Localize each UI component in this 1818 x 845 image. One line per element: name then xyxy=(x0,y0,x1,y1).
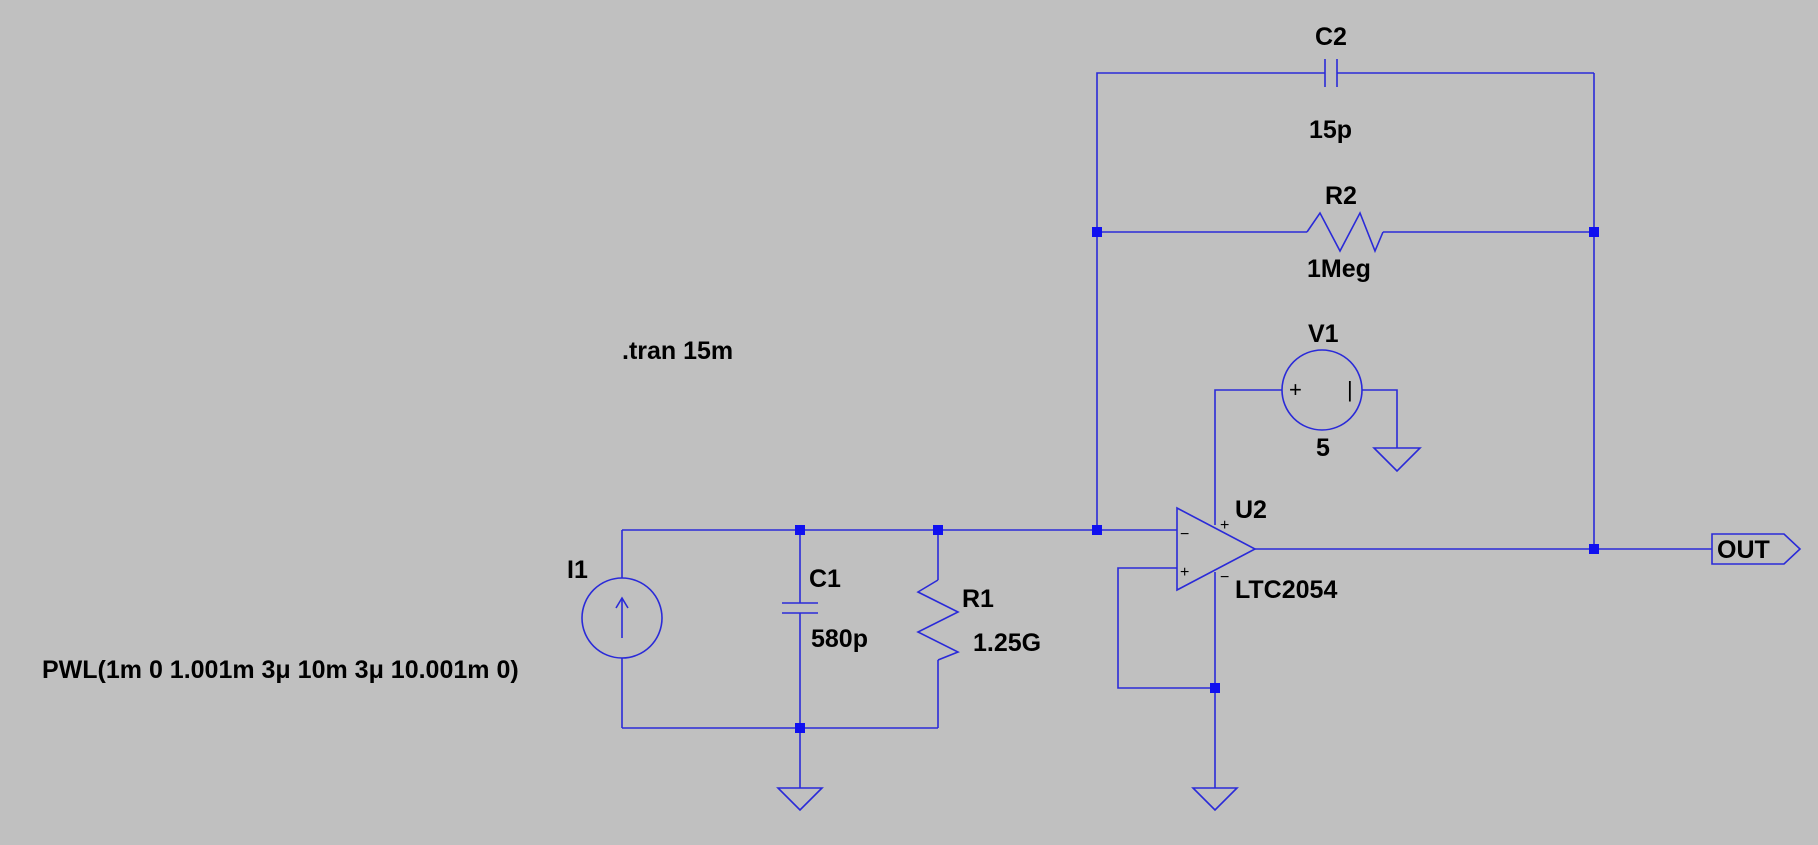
r2-ref-label: R2 xyxy=(1325,182,1357,210)
c2-value-label: 15p xyxy=(1309,116,1352,144)
junction-dot xyxy=(1589,227,1599,237)
u2-opamp-symbol[interactable] xyxy=(1176,506,1257,592)
c2-capacitor-symbol[interactable] xyxy=(1324,59,1338,87)
junction-dot xyxy=(933,525,943,535)
u2-ground-icon xyxy=(1191,787,1239,812)
junction-dot xyxy=(795,723,805,733)
wire-v1-right xyxy=(1362,389,1398,448)
u2-noninverting-pin-sign: + xyxy=(1180,564,1189,581)
junction-dot xyxy=(1092,525,1102,535)
simulation-directive[interactable]: .tran 15m xyxy=(622,337,733,365)
junction-dot xyxy=(1092,227,1102,237)
u2-value-label: LTC2054 xyxy=(1235,576,1337,604)
out-net-flag[interactable] xyxy=(1711,533,1802,565)
u2-vneg-pin-sign: − xyxy=(1220,569,1229,586)
wire-c2-feedback xyxy=(1096,72,1325,232)
v1-ref-label: V1 xyxy=(1308,320,1339,348)
junction-dot xyxy=(1210,683,1220,693)
junction-dot xyxy=(1589,544,1599,554)
out-net-label[interactable]: OUT xyxy=(1717,536,1770,564)
r1-ref-label: R1 xyxy=(962,585,994,613)
wire-noninv-loop xyxy=(1117,567,1215,689)
i1-value-label: PWL(1m 0 1.001m 3μ 10m 3μ 10.001m 0) xyxy=(42,656,519,684)
r2-resistor-symbol[interactable] xyxy=(1306,211,1384,254)
v1-plus-sign: + xyxy=(1289,377,1302,402)
v1-minus-sign: | xyxy=(1347,377,1353,402)
i1-ref-label: I1 xyxy=(567,556,588,584)
r1-resistor-symbol[interactable] xyxy=(916,579,960,661)
c1-ref-label: C1 xyxy=(809,565,841,593)
wires xyxy=(621,72,1712,788)
i1-current-source-symbol[interactable] xyxy=(581,577,663,659)
u2-inverting-pin-sign: − xyxy=(1180,526,1189,543)
r1-value-label: 1.25G xyxy=(973,629,1041,657)
v1-value-label: 5 xyxy=(1316,434,1330,462)
r2-value-label: 1Meg xyxy=(1307,255,1371,283)
c1-value-label: 580p xyxy=(811,625,868,653)
c2-ref-label: C2 xyxy=(1315,23,1347,51)
c1-ground-icon xyxy=(776,787,824,812)
u2-vpos-pin-sign: + xyxy=(1220,517,1229,534)
wire-opamp-vpos xyxy=(1214,389,1282,525)
junction-dot xyxy=(795,525,805,535)
junctions xyxy=(795,227,1599,733)
v1-ground-icon xyxy=(1372,447,1422,473)
c1-capacitor-symbol[interactable] xyxy=(782,602,818,614)
u2-ref-label: U2 xyxy=(1235,496,1267,524)
v1-voltage-source-symbol[interactable] xyxy=(1281,349,1363,431)
